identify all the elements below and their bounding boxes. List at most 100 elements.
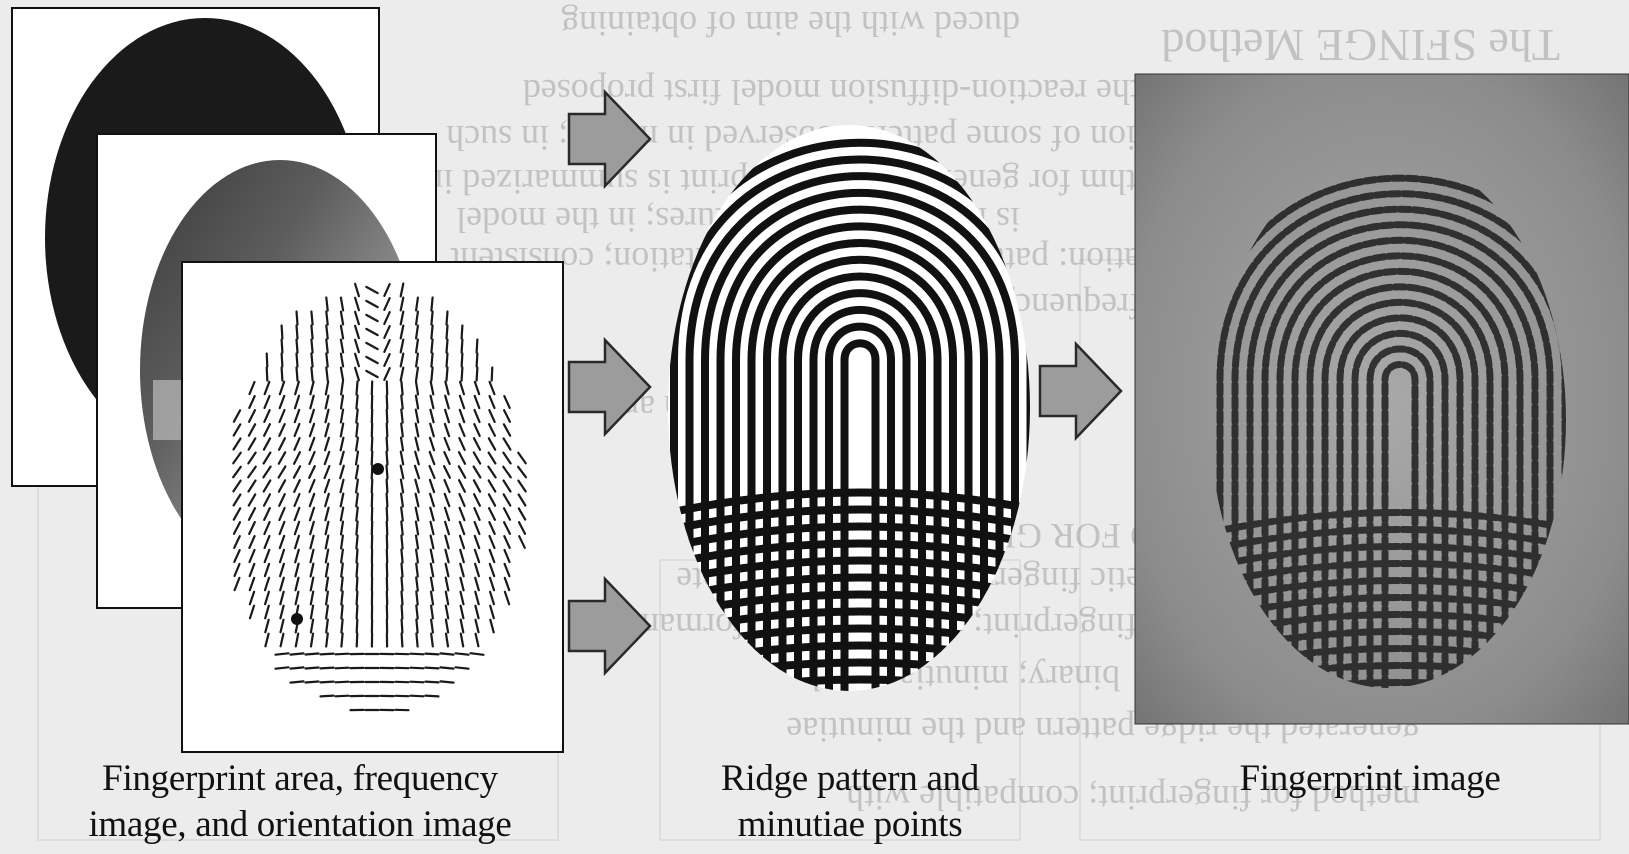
caption-orientation-stack: Fingerprint area, frequency image, and o… [40, 756, 560, 848]
caption-line: Fingerprint area, frequency [40, 756, 560, 802]
right-arrow-icon [569, 92, 650, 186]
orientation-dash [356, 522, 357, 535]
orientation-dash [462, 354, 463, 367]
orientation-dash [357, 634, 358, 647]
orientation-dash [372, 438, 373, 451]
orientation-dash [401, 396, 402, 409]
orientation-dash [357, 550, 358, 563]
orientation-dash [477, 340, 478, 353]
orientation-dash [372, 480, 373, 493]
caption-line: Fingerprint image [1190, 756, 1550, 802]
orientation-dash [456, 653, 469, 654]
orientation-dash [431, 340, 432, 353]
orientation-dash [282, 368, 283, 381]
orientation-dash [416, 634, 417, 647]
orientation-dash [357, 578, 358, 591]
orientation-dash [267, 368, 268, 381]
orientation-dash [462, 368, 463, 381]
orientation-dash [401, 550, 402, 563]
orientation-dash [411, 668, 424, 669]
orientation-dash [402, 578, 403, 591]
orientation-dash [401, 522, 402, 535]
orientation-dash [311, 326, 312, 339]
orientation-dash [402, 620, 403, 633]
orientation-dash [411, 682, 424, 683]
caption-ridge-pattern: Ridge pattern and minutiae points [660, 756, 1040, 848]
orientation-dash [426, 668, 439, 669]
orientation-dash [311, 354, 312, 367]
orientation-dash [326, 298, 327, 311]
ridge-pattern-fingerprint-icon [600, 125, 1120, 780]
right-arrow-icon [1040, 344, 1121, 438]
orientation-dash [447, 312, 448, 325]
orientation-dash [387, 410, 388, 423]
orientation-dash [447, 340, 448, 353]
orientation-dash [297, 326, 298, 339]
orientation-dash [387, 494, 388, 507]
orientation-dash [416, 592, 417, 605]
orientation-dash [431, 298, 432, 311]
orientation-dash [321, 668, 334, 669]
right-arrow-icon [569, 340, 650, 434]
orientation-dash [357, 382, 358, 395]
orientation-dash [291, 681, 304, 682]
orientation-dash [477, 368, 478, 381]
orientation-dash [402, 634, 403, 647]
orientation-dash [276, 667, 289, 668]
orientation-dash [306, 682, 319, 683]
orientation-dash [326, 340, 327, 353]
orientation-dash [387, 522, 388, 535]
orientation-dash [267, 354, 268, 367]
orientation-dash [426, 654, 439, 655]
orientation-dash [372, 452, 373, 465]
orientation-dash [411, 696, 424, 697]
orientation-dash [387, 396, 388, 409]
orientation-dash [357, 564, 358, 577]
orientation-dash [431, 326, 432, 339]
orientation-dash [341, 578, 342, 591]
orientation-dash [416, 606, 417, 619]
orientation-dash [282, 326, 283, 339]
orientation-dash [387, 508, 388, 521]
orientation-dash [326, 312, 327, 325]
orientation-dash [291, 667, 304, 668]
orientation-dash [447, 354, 448, 367]
orientation-dash [336, 654, 349, 655]
orientation-dash [447, 368, 448, 381]
orientation-dash [401, 410, 402, 423]
caption-line: Ridge pattern and [660, 756, 1040, 802]
fingerprint-image-panel [1135, 74, 1629, 800]
orientation-dash [282, 340, 283, 353]
orientation-dash [321, 682, 334, 683]
orientation-dash [356, 424, 357, 437]
orientation-dash [311, 312, 312, 325]
orientation-dash [311, 368, 312, 381]
orientation-dash [282, 354, 283, 367]
orientation-dash [321, 696, 334, 697]
right-arrow-icon [569, 579, 650, 673]
orientation-dash [326, 326, 327, 339]
orientation-dash [387, 452, 388, 465]
core-point [372, 463, 384, 475]
orientation-dash [416, 620, 417, 633]
orientation-dash [336, 682, 349, 683]
orientation-dash [306, 654, 319, 655]
orientation-dash [431, 354, 432, 367]
orientation-image-panel [182, 262, 563, 752]
orientation-dash [441, 681, 454, 682]
orientation-dash [311, 340, 312, 353]
orientation-dash [356, 508, 357, 521]
orientation-dash [456, 667, 469, 668]
orientation-dash [341, 606, 342, 619]
orientation-dash [492, 368, 493, 381]
orientation-dash [387, 438, 388, 451]
orientation-dash [426, 696, 439, 697]
orientation-dash [462, 340, 463, 353]
orientation-dash [447, 326, 448, 339]
caption-fingerprint-image: Fingerprint image [1190, 756, 1550, 802]
orientation-dash [336, 696, 349, 697]
orientation-dash [297, 368, 298, 381]
orientation-dash [387, 424, 388, 437]
orientation-dash [356, 410, 357, 423]
